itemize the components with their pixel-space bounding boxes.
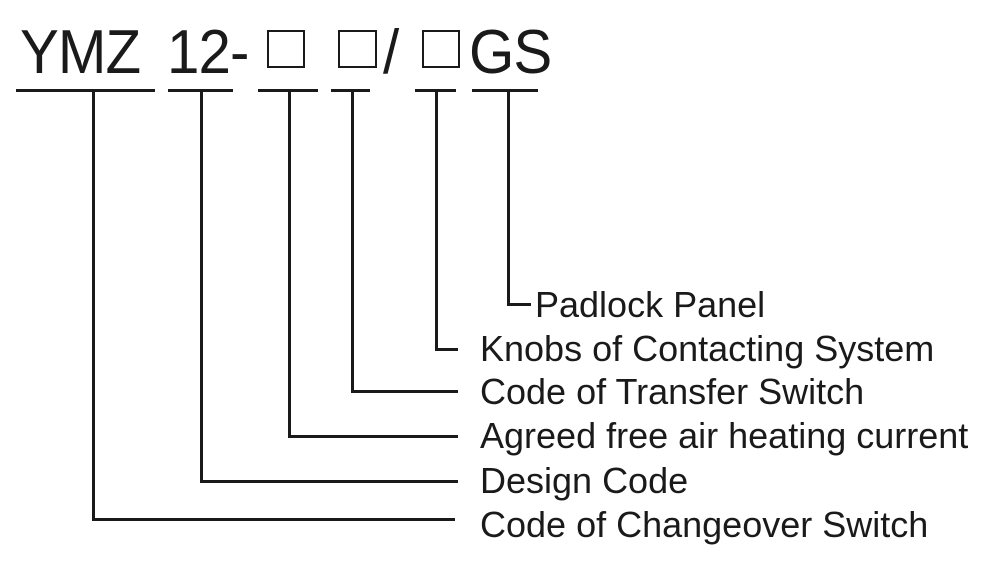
connector-current-horizontal — [288, 435, 458, 438]
legend-label-heating-current: Agreed free air heating current — [480, 415, 969, 456]
legend-label-knobs: Knobs of Contacting System — [480, 328, 935, 369]
suffix-text: GS — [469, 18, 552, 87]
legend-label-design-code: Design Code — [480, 460, 689, 501]
connector-transfer-vertical — [351, 89, 354, 393]
legend-label-transfer-switch: Code of Transfer Switch — [480, 371, 865, 412]
connector-changeover-vertical — [92, 89, 95, 521]
connector-transfer-horizontal — [351, 390, 458, 393]
placeholder-box-1 — [267, 30, 305, 68]
segment-underline-suffix — [472, 89, 538, 92]
connector-designcode-vertical — [200, 89, 203, 483]
connector-current-vertical — [288, 89, 291, 438]
connector-knobs-vertical — [435, 89, 438, 351]
connector-changeover-horizontal — [92, 518, 455, 521]
segment-underline-box-2 — [331, 89, 370, 92]
design-code-text: 12- — [167, 18, 249, 87]
connector-knobs-horizontal — [435, 348, 458, 351]
placeholder-box-3 — [422, 30, 460, 68]
legend-label-changeover-switch: Code of Changeover Switch — [480, 504, 929, 545]
legend-label-padlock-panel: Padlock Panel — [535, 284, 766, 325]
model-series-text: YMZ — [20, 18, 141, 87]
segment-underline-series — [16, 89, 155, 92]
slash-text: / — [383, 18, 399, 87]
connector-padlock-horizontal — [507, 303, 531, 306]
connector-padlock-vertical — [507, 89, 510, 306]
placeholder-box-2 — [338, 30, 377, 68]
connector-designcode-horizontal — [200, 480, 458, 483]
